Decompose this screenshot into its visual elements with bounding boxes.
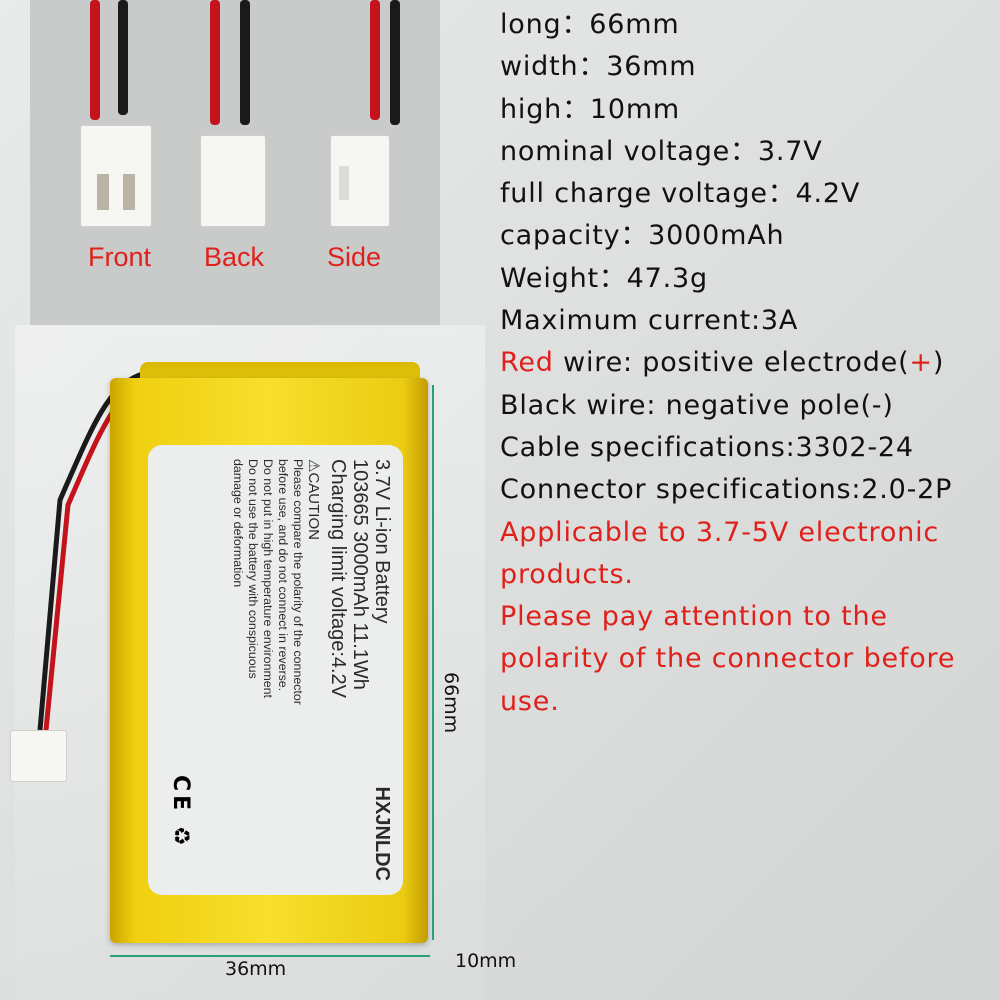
label-warning: before use, and do not connect in revers… bbox=[276, 459, 290, 692]
connector-front bbox=[80, 125, 152, 227]
battery-label: 3.7V Li-ion Battery HXJNLDC 103665 3000m… bbox=[148, 445, 403, 895]
label-warning: damage or deformation bbox=[231, 459, 245, 588]
label-caution: ⚠CAUTION bbox=[305, 459, 322, 540]
spec-nominal-voltage: nominal voltage：3.7V bbox=[500, 135, 823, 167]
red-wire-close: ) bbox=[932, 347, 945, 379]
connector-photo: Front Back Side bbox=[30, 0, 440, 325]
spec-weight: Weight：47.3g bbox=[500, 262, 708, 294]
label-back: Back bbox=[204, 242, 265, 272]
label-brand: HXJNLDC bbox=[371, 786, 393, 881]
red-wire bbox=[210, 0, 220, 125]
connector-back bbox=[200, 135, 266, 227]
connector-side bbox=[330, 135, 390, 227]
red-word: Red bbox=[500, 347, 554, 379]
specifications: long：66mm width：36mm high：10mm nominal v… bbox=[500, 4, 1000, 723]
spec-cable: Cable specifications:3302-24 bbox=[500, 431, 914, 463]
spec-max-current: Maximum current:3A bbox=[500, 305, 799, 337]
black-wire bbox=[390, 0, 400, 125]
label-line3: Charging limit voltage:4.2V bbox=[327, 459, 349, 699]
plus-sign: + bbox=[909, 347, 933, 379]
length-dimension-line bbox=[432, 385, 434, 940]
spec-width: width：36mm bbox=[500, 51, 697, 83]
spec-black-wire: Black wire: negative pole(-) bbox=[500, 389, 894, 421]
red-wire-text: wire: positive electrode( bbox=[553, 347, 910, 379]
certification-marks: CE ♻ bbox=[168, 775, 193, 850]
label-warning: Do not put in high temperature environme… bbox=[261, 459, 275, 699]
black-wire bbox=[118, 0, 128, 115]
battery-connector bbox=[10, 730, 67, 782]
spec-connector: Connector specifications:2.0-2P bbox=[500, 474, 953, 506]
label-front: Front bbox=[88, 242, 152, 272]
spec-height: high：10mm bbox=[500, 93, 681, 125]
thickness-dimension: 10mm bbox=[455, 950, 517, 972]
note-polarity: Please pay attention to the polarity of … bbox=[500, 601, 956, 717]
spec-red-wire: Red wire: positive electrode(+) bbox=[500, 342, 1000, 384]
label-warning: Do not use the battery with conspicuous bbox=[246, 459, 260, 679]
red-wire bbox=[90, 0, 100, 120]
label-warning: Please compare the polarity of the conne… bbox=[291, 459, 305, 705]
note-applicable: Applicable to 3.7-5V electronic products… bbox=[500, 516, 940, 590]
spec-capacity: capacity：3000mAh bbox=[500, 220, 785, 252]
width-dimension-line bbox=[110, 955, 430, 957]
length-dimension: 66mm bbox=[440, 672, 462, 734]
spec-full-charge-voltage: full charge voltage：4.2V bbox=[500, 178, 861, 210]
label-line2: 103665 3000mAh 11.1Wh bbox=[349, 459, 371, 690]
label-line1: 3.7V Li-ion Battery bbox=[371, 459, 393, 624]
label-side: Side bbox=[327, 242, 382, 272]
black-wire bbox=[240, 0, 250, 125]
red-wire bbox=[370, 0, 380, 120]
width-dimension: 36mm bbox=[225, 958, 287, 980]
spec-length: long：66mm bbox=[500, 9, 680, 40]
